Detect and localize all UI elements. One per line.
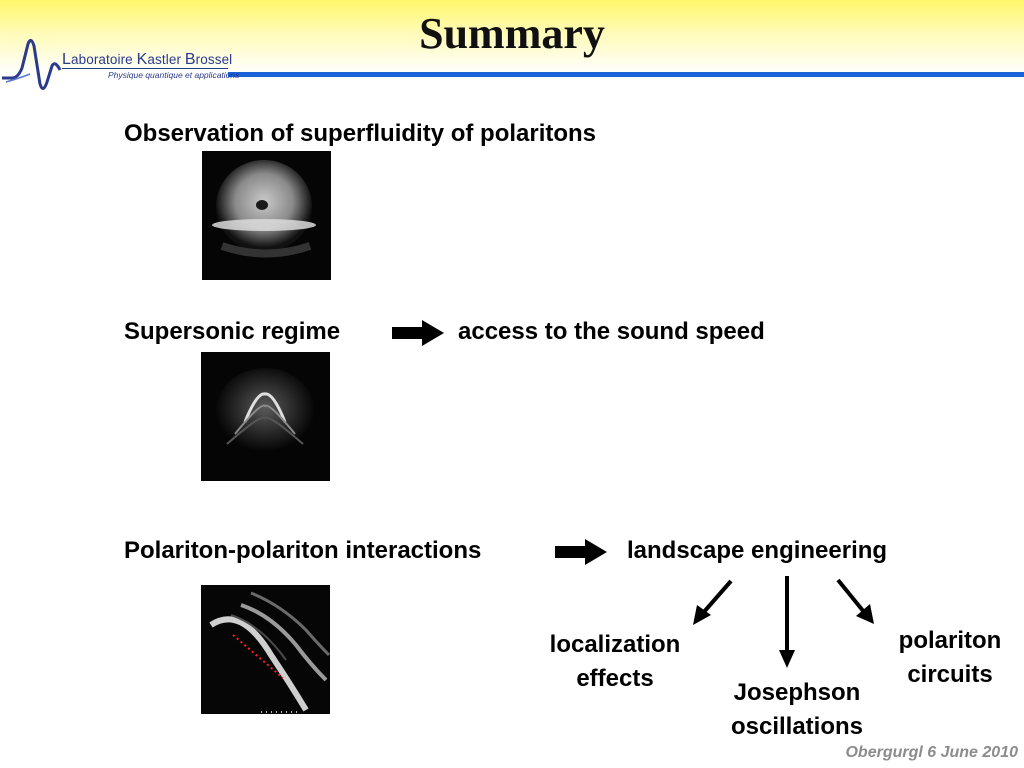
- logo-lab-name: Laboratoire Kastler Brossel: [62, 51, 233, 68]
- localization-effects-label: localization effects: [524, 628, 706, 696]
- header-rule: [228, 72, 1024, 77]
- right-arrow-icon: [392, 320, 444, 346]
- localization-line1: localization: [549, 631, 681, 658]
- logo-subtitle: Physique quantique et applications: [108, 70, 240, 80]
- interactions-result: landscape engineering: [627, 537, 888, 564]
- localization-line2: effects: [576, 665, 654, 692]
- landscape-image: [201, 585, 330, 714]
- superfluid-image: [202, 151, 331, 280]
- supersonic-result: access to the sound speed: [458, 318, 765, 345]
- right-arrow-icon: [555, 539, 607, 565]
- josephson-oscillations-label: Josephson oscillations: [706, 676, 888, 744]
- down-left-arrow-icon: [693, 579, 733, 625]
- interactions-heading: Polariton-polariton interactions: [124, 537, 482, 564]
- supersonic-image: [201, 352, 330, 481]
- slide-title: Summary: [419, 9, 605, 58]
- down-right-arrow-icon: [836, 578, 874, 624]
- josephson-line1: Josephson: [733, 679, 861, 706]
- circuits-line2: circuits: [907, 661, 993, 688]
- circuits-line1: polariton: [898, 627, 1002, 654]
- polariton-circuits-label: polariton circuits: [868, 624, 1024, 692]
- header-background: [0, 0, 1024, 74]
- superfluidity-heading: Observation of superfluidity of polarito…: [124, 120, 597, 147]
- lab-logo: Laboratoire Kastler Brossel Physique qua…: [0, 38, 240, 96]
- supersonic-heading: Supersonic regime: [124, 318, 341, 345]
- josephson-line2: oscillations: [730, 713, 864, 740]
- wave-logo-icon: [2, 39, 62, 90]
- footer-date: Obergurgl 6 June 2010: [845, 744, 1018, 761]
- down-arrow-icon: [779, 576, 795, 668]
- logo-divider: [62, 68, 228, 69]
